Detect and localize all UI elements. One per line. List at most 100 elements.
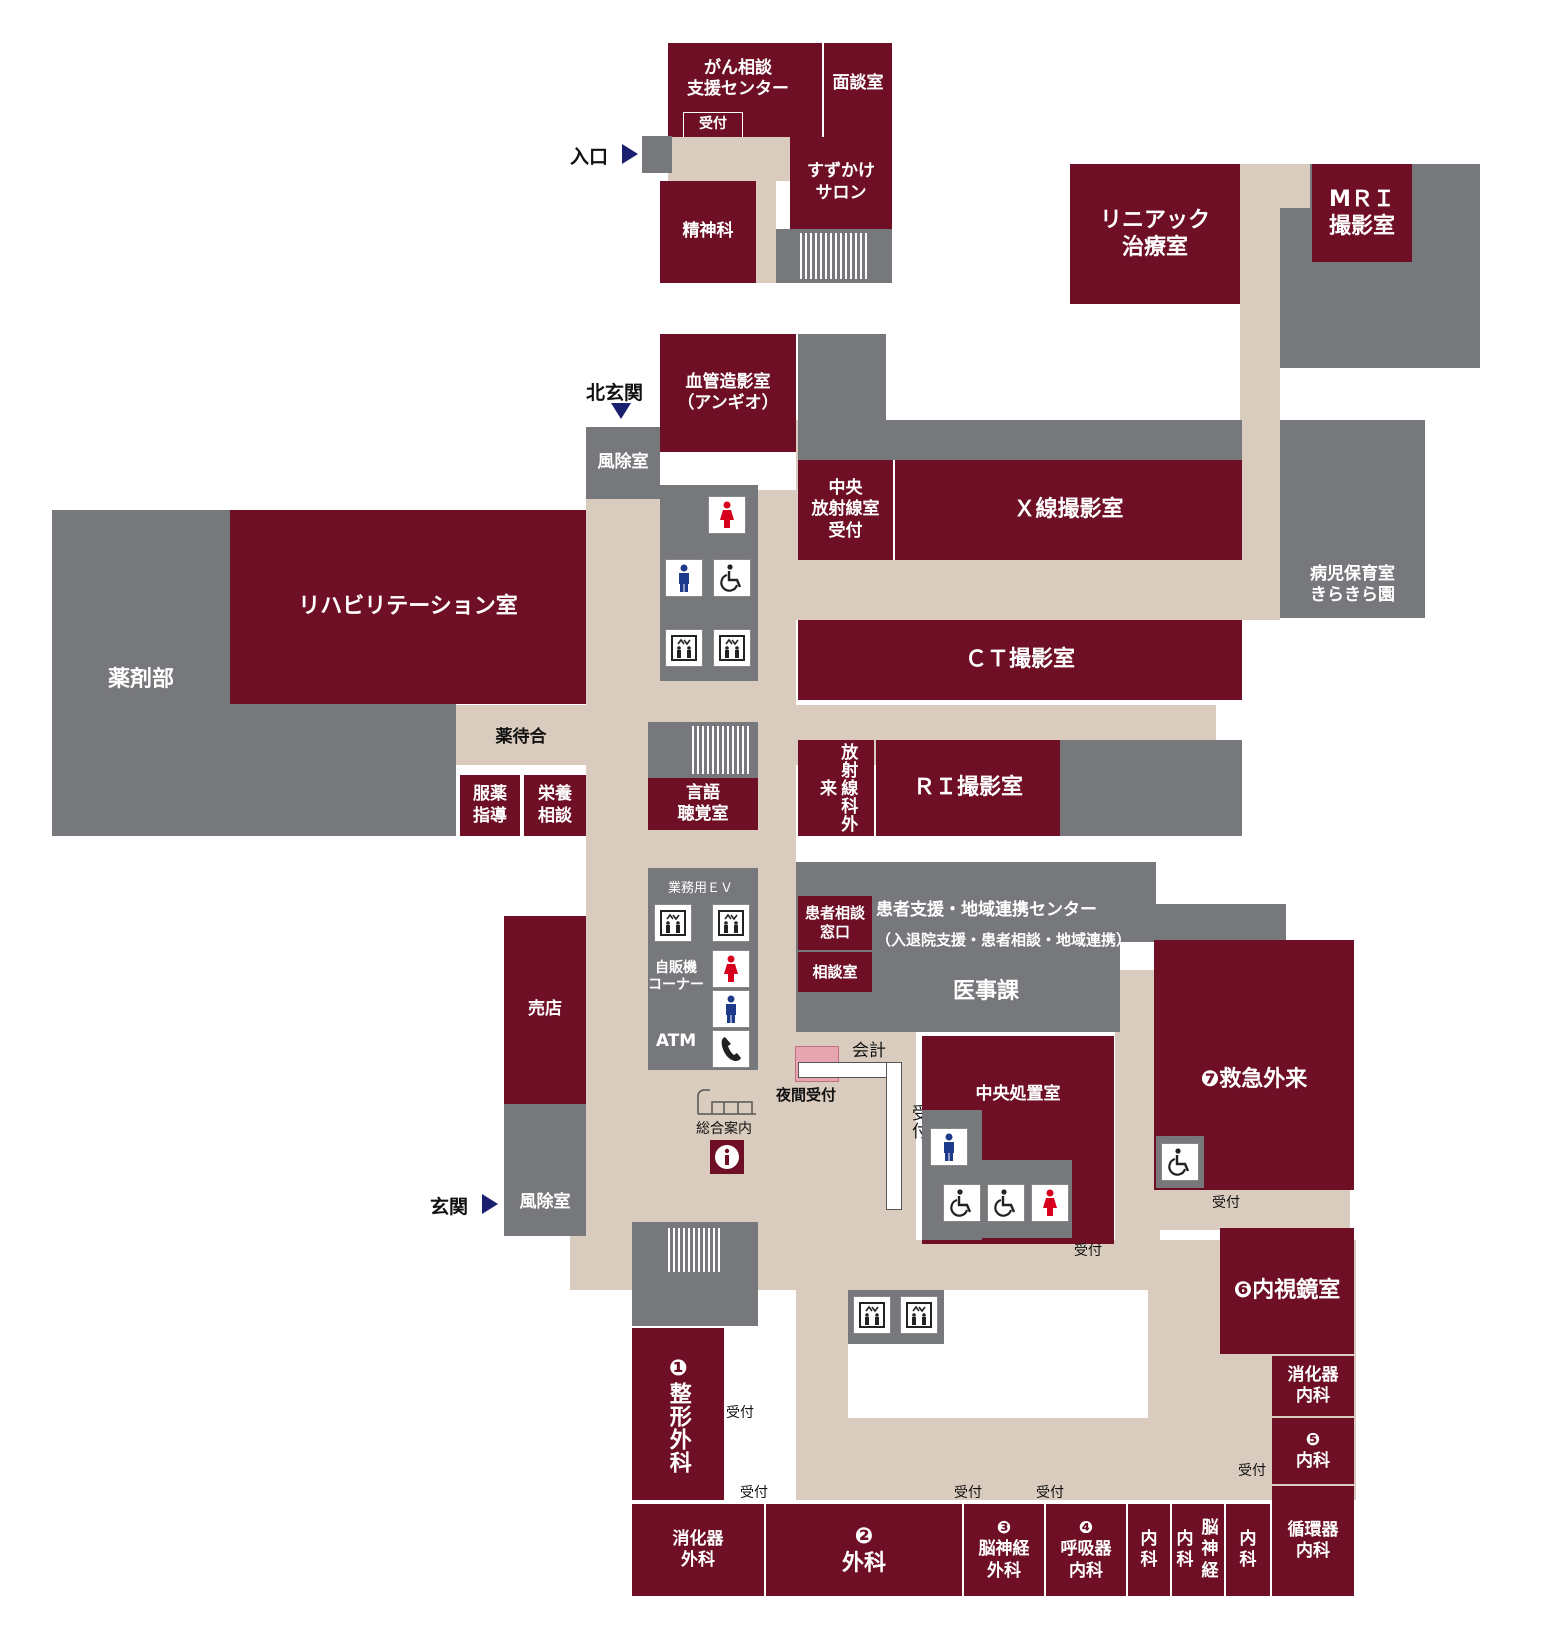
stairs-top — [776, 229, 892, 283]
label-eiyou: 栄養 相談 — [538, 784, 572, 826]
phone-icon — [712, 1030, 750, 1068]
elevator-icon — [654, 904, 692, 942]
corridor-east-h — [1155, 1190, 1350, 1230]
elevator-icon — [713, 629, 751, 667]
label-noushinkei-naika-b: 脳 神 経 — [1201, 1518, 1219, 1581]
room-linac — [1070, 164, 1240, 304]
label-yaku-machiai: 薬待合 — [495, 727, 547, 748]
room-eiyou — [524, 775, 586, 836]
entrance-door — [642, 136, 672, 173]
label-seikei: ❶整形外科 — [665, 1356, 691, 1474]
label-jihanki: 自販機 コーナー — [648, 959, 704, 994]
counter-kaikei — [798, 1062, 900, 1078]
divider — [822, 43, 824, 137]
room-seishinka — [660, 181, 756, 283]
corridor-top-v — [756, 181, 776, 283]
room-soudanshitsu — [798, 952, 872, 992]
service-baiten — [504, 1104, 586, 1170]
label-mri: MＲＩ 撮影室 — [1328, 186, 1395, 240]
room-mri — [1312, 164, 1412, 262]
label-geka2: ❷ 外科 — [841, 1523, 886, 1577]
room-rehab — [230, 510, 586, 704]
label-xsen: Ｘ線撮影室 — [1013, 497, 1124, 523]
toilet-male-icon — [930, 1128, 968, 1166]
room-fukuyaku — [460, 775, 520, 836]
room-kokyuki — [1046, 1504, 1126, 1596]
entrance-arrow-icon — [622, 144, 638, 164]
elevator-icon — [665, 629, 703, 667]
label-shoukaki-naika: 消化器 内科 — [1287, 1364, 1339, 1406]
room-naika-b — [1226, 1504, 1270, 1596]
room-noushinkei-geka — [964, 1504, 1044, 1596]
label-fukuyaku: 服薬 指導 — [473, 784, 507, 826]
label-kanja-shien: 患者支援・地域連携センター — [876, 900, 1097, 921]
label-uketsuke-seikei: 受付 — [726, 1405, 754, 1421]
toilet-female-icon — [1031, 1184, 1069, 1222]
service-radiology-2 — [798, 420, 1242, 460]
label-naika-b: 内 科 — [1239, 1528, 1257, 1570]
wheelchair-icon — [713, 559, 751, 597]
label-iriguchi: 入口 — [570, 146, 609, 168]
room-xsen-block — [798, 460, 1242, 560]
label-suzukake: すずかけ サロン — [807, 161, 875, 203]
label-sougou-annai: 総合案内 — [696, 1121, 752, 1137]
toilet-male-icon — [665, 559, 703, 597]
wheelchair-icon — [987, 1184, 1025, 1222]
north-entrance-arrow-icon — [611, 403, 631, 419]
room-fujoshitsu-n — [586, 427, 660, 499]
wheelchair-icon — [1161, 1143, 1199, 1181]
label-baiten: 売店 — [528, 999, 562, 1020]
label-noushinkei-naika: 内 科 — [1176, 1528, 1194, 1570]
label-kekkan: 血管造影室 （アンギオ） — [677, 371, 779, 413]
room-kanja-soudan-mado — [798, 896, 872, 950]
label-uketsuke-bottom-3: 受付 — [1036, 1485, 1064, 1501]
room-shoukaki-geka — [632, 1504, 764, 1596]
label-kaikei: 会計 — [852, 1041, 886, 1061]
label-fujoshitsu-n: 風除室 — [597, 452, 649, 473]
toilet-female-icon — [712, 950, 750, 988]
wheelchair-icon — [943, 1184, 981, 1222]
label-mendanshitsu: 面談室 — [832, 73, 884, 94]
label-yakuzaibu: 薬剤部 — [107, 667, 174, 693]
label-uketsuke-bottom-2: 受付 — [954, 1485, 982, 1501]
service-kanja-2 — [1060, 904, 1286, 942]
room-naika5 — [1272, 1418, 1354, 1484]
label-naika5: ❺ 内科 — [1296, 1429, 1330, 1471]
room-kekkan — [660, 334, 796, 452]
main-entrance-arrow-icon — [482, 1194, 498, 1214]
corridor-right-v — [1240, 164, 1280, 620]
label-rehab: リハビリテーション室 — [298, 594, 518, 620]
label-houshasen-gairai: 放射線科外来 — [816, 743, 858, 833]
service-yakuzai-2 — [230, 704, 456, 836]
room-baiten — [504, 916, 586, 1104]
label-junkanki: 循環器 内科 — [1287, 1519, 1339, 1561]
room-gengo — [648, 778, 758, 830]
label-gengo: 言語 聴覚室 — [677, 782, 729, 824]
room-geka2 — [766, 1504, 962, 1596]
room-junkanki — [1272, 1486, 1354, 1596]
label-uketsuke-bottom-1: 受付 — [740, 1485, 768, 1501]
label-naishikyou: ❻内視鏡室 — [1233, 1278, 1341, 1304]
room-houshasen-gairai — [798, 740, 874, 836]
label-seishinka: 精神科 — [682, 221, 734, 242]
information-icon — [710, 1140, 744, 1174]
label-uketsuke-top: 受付 — [699, 116, 727, 133]
elevator-icon — [712, 904, 750, 942]
label-ijika: 医事課 — [952, 979, 1019, 1005]
label-shoukaki-geka: 消化器 外科 — [672, 1528, 724, 1570]
label-kyukyu: ❼救急外来 — [1200, 1067, 1308, 1093]
label-kanja-shien-sub: （入退院支援・患者相談・地域連携） — [876, 930, 1132, 949]
elevator-icon — [900, 1296, 938, 1334]
toilet-female-icon — [708, 496, 746, 534]
label-ct: ＣＴ撮影室 — [964, 647, 1075, 673]
room-seikei — [632, 1328, 724, 1500]
label-chuo-houshasen: 中央 放射線室 受付 — [811, 478, 880, 541]
stairs-south — [632, 1222, 758, 1326]
elevator-icon — [853, 1296, 891, 1334]
toilet-male-icon — [712, 990, 750, 1028]
divider — [893, 460, 895, 560]
room-yakuzaibu — [52, 510, 230, 836]
room-fujoshitsu-s — [504, 1170, 586, 1236]
label-byouji: 病児保育室 きらきら園 — [1310, 563, 1395, 605]
label-uketsuke-kyukyu: 受付 — [1212, 1195, 1240, 1211]
